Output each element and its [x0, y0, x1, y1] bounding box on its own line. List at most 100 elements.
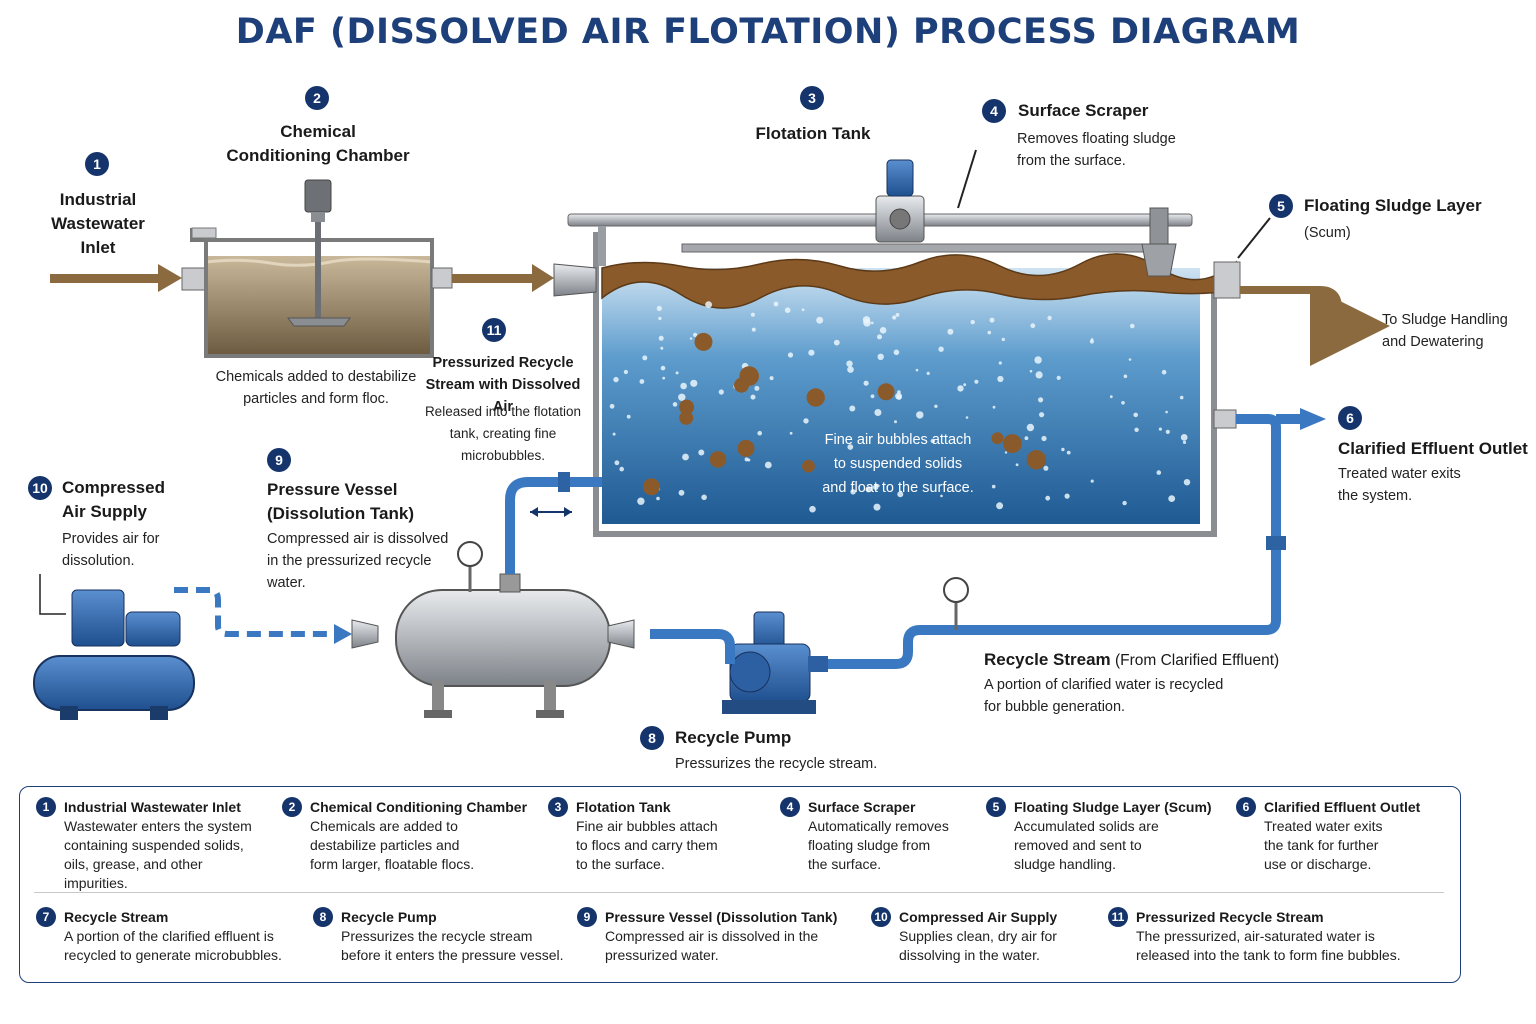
air-bubble [675, 371, 679, 375]
recycle-pump-label: Recycle Pump [675, 728, 792, 747]
legend-badge: 6 [1236, 797, 1256, 817]
legend-title: Floating Sludge Layer (Scum) [1014, 799, 1212, 815]
air-bubble [865, 486, 872, 493]
air-bubble [974, 379, 979, 384]
air-bubble [808, 349, 815, 356]
air-bubble [637, 497, 645, 505]
floc-particle [806, 388, 825, 407]
air-bubble [613, 376, 619, 383]
legend-title: Surface Scraper [808, 799, 916, 815]
legend-badge: 10 [871, 907, 891, 927]
pressure-vessel [351, 541, 635, 718]
legend-desc: Supplies clean, dry air for dissolving i… [899, 928, 1057, 963]
legend-title: Recycle Stream [64, 909, 169, 925]
air-bubble [1035, 371, 1043, 379]
badge-6: 6 [1338, 406, 1362, 430]
air-bubble [662, 376, 666, 380]
legend-badge: 2 [282, 797, 302, 817]
floc-particle [877, 383, 895, 401]
air-bubble [847, 366, 854, 373]
floc-particle [709, 451, 727, 468]
air-bubble [970, 319, 975, 325]
legend-title: Clarified Effluent Outlet [1264, 799, 1421, 815]
sludge-destination: To Sludge Handling and Dewatering [1382, 312, 1508, 350]
air-bubble [991, 484, 996, 489]
air-bubble [879, 327, 887, 334]
effluent-desc: Treated water exits the system. [1338, 466, 1461, 504]
air-bubble [992, 405, 996, 409]
air-bubble [626, 414, 631, 419]
air-bubble [934, 404, 938, 408]
air-bubble [1047, 315, 1052, 321]
air-bubble [1090, 479, 1094, 483]
air-bubble [639, 379, 645, 384]
air-bubble [833, 339, 840, 346]
air-compressor [33, 589, 195, 720]
legend-desc: Fine air bubbles attach to flocs and car… [576, 818, 718, 872]
air-bubble [1156, 470, 1162, 475]
floc-particle [679, 410, 694, 425]
air-bubble [1180, 434, 1188, 441]
air-bubble [1134, 427, 1139, 432]
air-bubble [658, 335, 664, 341]
air-bubble [680, 382, 687, 390]
air-bubble [997, 375, 1004, 383]
air-bubble [1026, 423, 1035, 432]
air-bubbles [609, 301, 1191, 513]
air-bubble [996, 502, 1004, 510]
air-bubble [957, 385, 964, 392]
air-bubble [789, 431, 793, 435]
air-bubble [656, 496, 660, 501]
air-bubble [757, 430, 762, 436]
air-bubble [1056, 375, 1061, 380]
badge-3: 3 [800, 86, 824, 110]
legend-desc: Chemicals are added to destabilize parti… [310, 818, 475, 872]
legend-desc: Treated water exits the tank for further… [1264, 818, 1383, 872]
sludge-outlet-pipe [1240, 286, 1390, 366]
compressed-air-label: Compressed Air Supply [62, 478, 165, 521]
air-bubble [1183, 479, 1191, 486]
inlet-arrow [50, 264, 182, 292]
pressure-vessel-desc: Compressed air is dissolved in the press… [267, 531, 449, 591]
scraper-desc: Removes floating sludge from the surface… [1017, 131, 1176, 169]
air-bubble [1061, 447, 1065, 452]
air-bubble [1161, 369, 1167, 375]
air-bubble [718, 389, 724, 395]
air-bubble [764, 461, 772, 469]
legend-panel: 1 Industrial Wastewater Inlet Wastewater… [19, 786, 1461, 983]
legend-badge: 9 [577, 907, 597, 927]
air-bubble [894, 420, 897, 424]
air-bubble [660, 365, 666, 371]
air-bubble [896, 394, 902, 400]
air-bubble [801, 308, 805, 312]
air-bubble [873, 503, 881, 511]
legend-title: Recycle Pump [341, 909, 437, 925]
air-bubble [862, 316, 871, 324]
air-bubble [816, 316, 824, 324]
air-bubble [892, 315, 897, 320]
legend-title: Pressurized Recycle Stream [1136, 909, 1324, 925]
air-bubble [1039, 412, 1045, 418]
air-bubble [803, 418, 809, 424]
legend-desc: Pressurizes the recycle stream before it… [341, 928, 564, 963]
air-supply-line [174, 587, 336, 637]
floc-particle [1002, 434, 1022, 454]
air-bubble [1045, 495, 1051, 501]
recycle-stream-title: Recycle Stream [984, 650, 1111, 669]
pressurized-recycle-desc: Released into the flotation tank, creati… [424, 404, 582, 463]
air-bubble [769, 376, 774, 381]
pressurized-recycle-label: Pressurized Recycle Stream with Dissolve… [425, 355, 581, 415]
scraper-callout [957, 149, 977, 209]
air-bubble [672, 402, 678, 407]
compressed-air-desc: Provides air for dissolution. [62, 531, 160, 569]
air-bubble [751, 327, 756, 332]
air-supply-callout [39, 574, 66, 615]
floc-particle [739, 366, 759, 386]
air-bubble [876, 484, 880, 488]
legend-desc: A portion of the clarified effluent is r… [64, 928, 282, 963]
sludge-callout [1237, 217, 1271, 259]
recycle-pump-desc: Pressurizes the recycle stream. [675, 756, 878, 772]
air-bubble [656, 305, 662, 311]
legend-badge: 3 [548, 797, 568, 817]
air-bubble [1122, 500, 1127, 506]
